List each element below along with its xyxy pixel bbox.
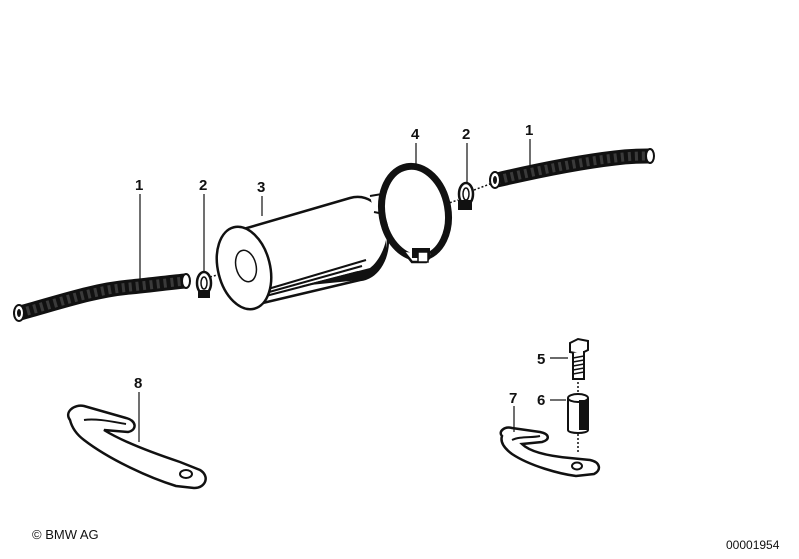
hex-bolt[interactable]	[569, 337, 589, 394]
hose-clamp-left[interactable]	[195, 270, 213, 298]
callout-clamp-right: 2	[462, 126, 470, 143]
hose-clamp-right[interactable]	[445, 181, 491, 210]
holder-small[interactable]	[499, 426, 601, 478]
callout-hose-left: 1	[135, 177, 143, 194]
leader-lines	[138, 139, 568, 442]
callout-holder-large: 8	[134, 375, 142, 392]
callout-hose-right: 1	[525, 122, 533, 139]
fuel-filter[interactable]	[209, 192, 390, 315]
callout-clamp-left: 2	[199, 177, 207, 194]
callout-holder-small: 7	[509, 390, 517, 407]
fuel-hose-right[interactable]	[489, 148, 655, 189]
spacer-sleeve[interactable]	[567, 393, 589, 452]
callout-filter: 3	[257, 179, 265, 196]
callout-spacer: 6	[537, 392, 545, 409]
diagram-number: 00001954	[726, 538, 780, 552]
holder-large[interactable]	[67, 404, 207, 490]
filter-bracket-ring[interactable]	[375, 161, 456, 264]
copyright-label: © BMW AG	[32, 527, 99, 542]
callout-bracket-ring: 4	[411, 126, 420, 143]
callout-bolt: 5	[537, 351, 545, 368]
fuel-hose-left[interactable]	[13, 273, 191, 322]
callout-numbers: 1 2 3 4 2 1 5 6 7 8	[134, 122, 545, 409]
